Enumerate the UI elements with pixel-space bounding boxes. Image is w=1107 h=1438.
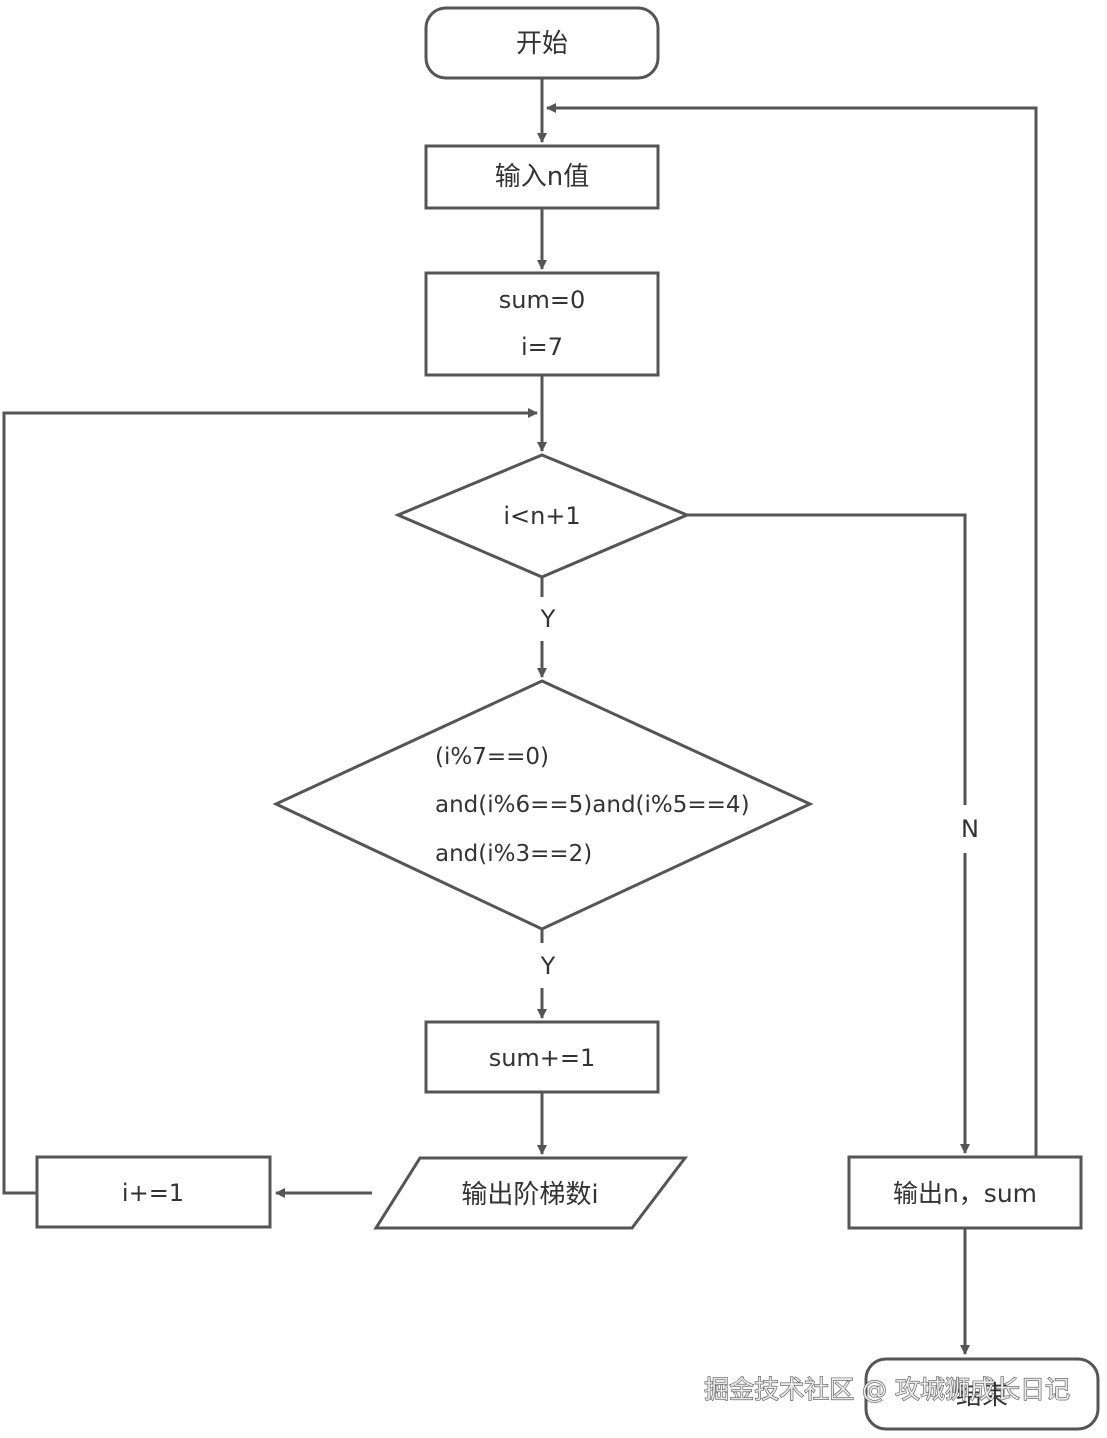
check-condition-line-2: and(i%6==5)and(i%5==4) <box>435 792 750 818</box>
edges <box>2 79 1038 1355</box>
output-step-label: 输出阶梯数i <box>461 1180 598 1210</box>
loop-no-label: N <box>961 815 979 843</box>
output-result-node: 输出n，sum <box>847 1155 1083 1230</box>
end-node: 结束 <box>864 1357 1100 1431</box>
check-condition-node: (i%7==0) and(i%6==5)and(i%5==4) and(i%3=… <box>272 679 814 931</box>
i-increment-node: i+=1 <box>35 1155 272 1229</box>
i-increment-label: i+=1 <box>122 1179 184 1207</box>
sum-increment-label: sum+=1 <box>489 1044 596 1072</box>
loop-yes-label: Y <box>540 605 556 633</box>
start-label: 开始 <box>516 29 568 59</box>
sum-increment-node: sum+=1 <box>424 1020 660 1094</box>
start-node: 开始 <box>424 6 660 80</box>
check-yes-label: Y <box>540 952 556 980</box>
check-condition-line-1: (i%7==0) <box>435 744 549 770</box>
output-result-label: 输出n，sum <box>893 1179 1037 1208</box>
loop-condition-label: i<n+1 <box>503 502 580 530</box>
check-condition-line-3: and(i%3==2) <box>435 841 592 867</box>
output-step-node: 输出阶梯数i <box>373 1156 689 1230</box>
edge-loop-no-upper <box>687 513 967 805</box>
init-label-sum: sum=0 <box>499 286 585 314</box>
input-n-label: 输入n值 <box>495 162 589 192</box>
watermark: 掘金技术社区 @ 攻城狮成长日记 <box>704 1375 1070 1404</box>
end-label: 结束 <box>956 1381 1008 1411</box>
input-n-node: 输入n值 <box>424 144 660 210</box>
loop-condition-node: i<n+1 <box>394 453 691 579</box>
init-node: sum=0 i=7 <box>424 271 660 377</box>
edge-output-result-loop-back <box>546 103 1038 1156</box>
edge-i-inc-loop-back <box>2 408 538 1195</box>
init-label-i: i=7 <box>521 333 563 361</box>
